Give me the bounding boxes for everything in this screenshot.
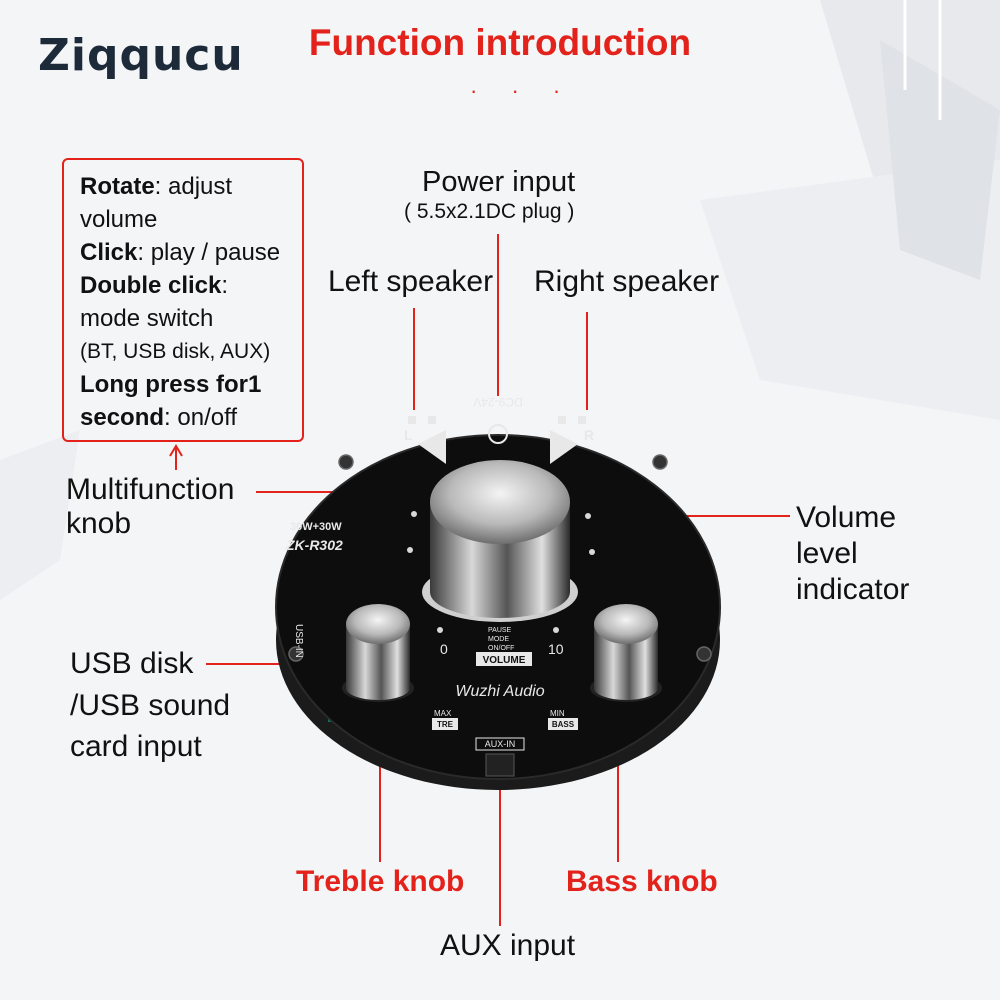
pcb-brand-script: Wuzhi Audio — [455, 683, 544, 700]
pcb-vol-min: 0 — [440, 641, 448, 657]
label-aux-input: AUX input — [440, 929, 576, 962]
label-treble-knob: Treble knob — [296, 865, 465, 898]
treble-knob — [346, 604, 410, 644]
pcb-aux-in: AUX-IN — [485, 739, 516, 749]
rotate-value-2: volume — [80, 206, 158, 233]
multifunction-knob — [430, 460, 570, 544]
aux-jack — [485, 753, 515, 777]
page-title: Function introduction — [308, 22, 692, 63]
pcb-right-channel: R — [584, 427, 594, 443]
pcb-pause: PAUSE — [488, 627, 512, 634]
double-click-value-2: mode switch — [80, 305, 214, 332]
brand-logo: Ziqqucu — [38, 30, 244, 81]
label-multifunction-1: Multifunction — [66, 473, 235, 506]
label-volume-3: indicator — [796, 573, 910, 606]
pcb-power-rating: 30W+30W — [290, 521, 342, 533]
label-multifunction-2: knob — [66, 507, 132, 540]
pcb-bass: BASS — [552, 720, 575, 729]
click-value: : play / pause — [137, 239, 281, 266]
double-click-value-3: (BT, USB disk, AUX) — [80, 340, 271, 363]
pcb-model: ZK-R302 — [285, 537, 343, 553]
label-volume-1: Volume — [796, 501, 897, 534]
pcb-min: MIN — [550, 709, 565, 718]
pcb-onoff: ON/OFF — [488, 645, 514, 652]
click-key: Click — [80, 239, 138, 266]
pcb-vol-max: 10 — [548, 641, 564, 657]
label-power-plug: ( 5.5x2.1DC plug ) — [404, 200, 575, 223]
label-usb-1: USB disk — [70, 647, 194, 680]
pcb-usb-in: USB-IN — [293, 624, 304, 658]
pcb-dc-label: DC9-24V — [473, 395, 522, 409]
long-press-key-2: second — [80, 404, 165, 431]
long-press-key: Long press for1 — [80, 371, 262, 398]
rotate-key: Rotate — [80, 173, 155, 200]
label-volume-2: level — [796, 537, 858, 570]
double-click-key: Double click — [80, 272, 222, 299]
pcb-volume-label: VOLUME — [483, 655, 526, 666]
label-bass-knob: Bass knob — [566, 865, 718, 898]
pcb-max: MAX — [434, 709, 452, 718]
pcb-tre: TRE — [437, 720, 454, 729]
bass-knob — [594, 604, 658, 644]
label-usb-3: card input — [70, 730, 202, 763]
double-click-value: : — [221, 272, 229, 299]
label-usb-2: /USB sound — [70, 689, 231, 722]
pcb-mode: MODE — [488, 636, 509, 643]
rotate-value: : adjust — [154, 173, 233, 200]
long-press-value: : on/off — [164, 404, 237, 431]
multifunction-info-box: Rotate: adjust volume Click: play / paus… — [62, 158, 304, 442]
label-left-speaker: Left speaker — [328, 265, 494, 298]
pcb-left-channel: L — [404, 427, 413, 443]
label-right-speaker: Right speaker — [534, 265, 720, 298]
label-power-input: Power input — [422, 166, 576, 198]
title-dots: · · · — [470, 78, 575, 103]
amplifier-board: DC9-24V L R 30W+30W ZK-R302 USB-IN 0 10 … — [275, 395, 721, 790]
